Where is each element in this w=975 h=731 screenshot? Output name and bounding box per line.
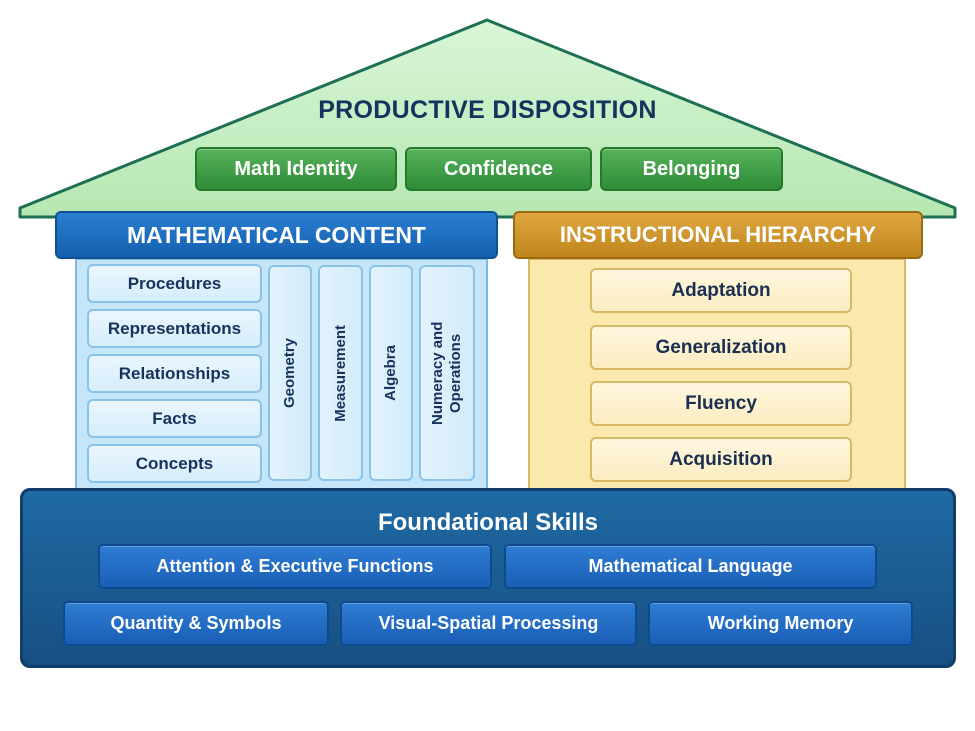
mathematical-content-title: MATHEMATICAL CONTENT [55,211,498,259]
mathematical-language-box: Mathematical Language [504,544,877,589]
generalization-box: Generalization [590,325,852,370]
numeracy-operations-label: Numeracy and Operations [429,321,464,425]
acquisition-box: Acquisition [590,437,852,482]
foundational-skills-title: Foundational Skills [377,509,599,536]
attention-executive-functions-box: Attention & Executive Functions [98,544,492,589]
geometry-column: Geometry [268,265,312,481]
fluency-box: Fluency [590,381,852,426]
measurement-label: Measurement [331,324,349,422]
algebra-column: Algebra [369,265,413,481]
productive-disposition-title: PRODUCTIVE DISPOSITION [318,95,657,124]
concepts-box: Concepts [87,444,262,483]
numeracy-operations-column: Numeracy and Operations [419,265,475,481]
confidence-box: Confidence [405,147,592,191]
measurement-column: Measurement [318,265,363,481]
math-identity-box: Math Identity [195,147,397,191]
visual-spatial-processing-box: Visual-Spatial Processing [340,601,637,646]
representations-box: Representations [87,309,262,348]
working-memory-box: Working Memory [648,601,913,646]
algebra-label: Algebra [382,345,399,401]
relationships-box: Relationships [87,354,262,393]
belonging-box: Belonging [600,147,783,191]
facts-box: Facts [87,399,262,438]
quantity-symbols-box: Quantity & Symbols [63,601,329,646]
geometry-label: Geometry [281,337,298,409]
procedures-box: Procedures [87,264,262,303]
adaptation-box: Adaptation [590,268,852,313]
instructional-hierarchy-title: INSTRUCTIONAL HIERARCHY [513,211,923,259]
